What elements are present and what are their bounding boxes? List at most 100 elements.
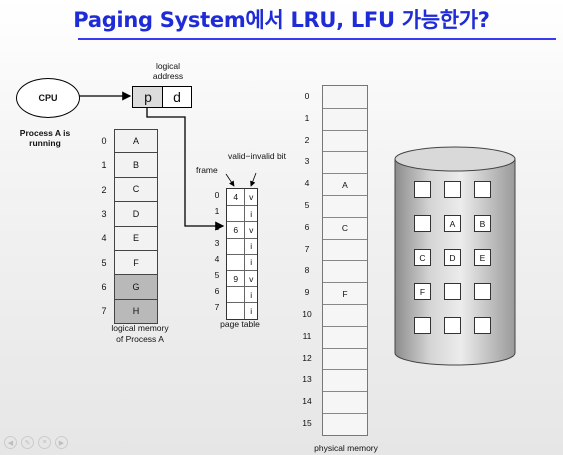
logical-page-index: 1 [101, 160, 107, 170]
physical-frame-index: 14 [302, 396, 312, 407]
logical-page: A [114, 129, 158, 154]
bit-cell: v [249, 224, 254, 235]
disk-block: B [474, 215, 491, 232]
frame-cell [227, 206, 246, 222]
bit-cell: i [250, 305, 253, 316]
page-table-row: i [227, 302, 257, 319]
logical-memory-caption: logical memory of Process A [111, 323, 169, 344]
pen-icon[interactable]: ✎ [21, 436, 34, 449]
physical-frame [323, 86, 367, 108]
valid-invalid-bit-label: valid−invalid bit [228, 151, 286, 161]
disk-block [444, 181, 461, 198]
physical-frame-index: 5 [304, 200, 310, 210]
physical-frame-index: 13 [302, 374, 312, 385]
frame-cell [227, 287, 246, 303]
page-table-row: i [227, 253, 257, 270]
disk-block: E [474, 249, 491, 266]
logical-page-index: 5 [101, 258, 107, 268]
logical-page: F [114, 250, 158, 276]
physical-memory-caption: physical memory [314, 443, 378, 453]
frame-cell: 4 [227, 189, 246, 206]
frame-cell: 6 [227, 222, 246, 238]
page-table-index: 6 [214, 286, 220, 296]
frame-cell [227, 254, 246, 270]
physical-frame: F [323, 282, 367, 304]
physical-frame-index: 4 [304, 178, 310, 189]
page-table-index: 4 [214, 254, 220, 264]
back-icon[interactable]: ◀ [4, 436, 17, 449]
bit-pointer-arrow [250, 172, 257, 187]
disk-block [414, 215, 431, 232]
physical-frame-index: 2 [304, 134, 310, 145]
physical-frame-index: 7 [304, 243, 310, 254]
slide-nav-controls[interactable]: ◀ ✎ ≡ ▶ [4, 436, 68, 449]
physical-frame [323, 347, 367, 370]
physical-frame-index: 1 [304, 112, 310, 123]
page-table-index: 1 [214, 206, 220, 216]
physical-frame: A [323, 173, 367, 195]
cpu-node: CPU [16, 78, 80, 118]
logical-page: B [114, 153, 158, 178]
physical-frame [323, 260, 367, 282]
logical-page: E [114, 226, 158, 251]
disk-block [474, 283, 491, 300]
bit-cell: i [250, 208, 253, 219]
page-number-field: p [132, 86, 164, 108]
physical-frame-index: 10 [302, 309, 312, 319]
logical-page-index: 6 [101, 282, 107, 292]
disk-block [414, 181, 431, 198]
page-table-row: i [227, 205, 257, 222]
logical-page: C [114, 177, 158, 203]
physical-frame-index: 15 [302, 418, 312, 428]
process-status-label: Process A is running [19, 128, 71, 148]
logical-address-label: logical address [152, 61, 184, 81]
disk-block [474, 181, 491, 198]
physical-frame [323, 412, 367, 435]
physical-frame [323, 194, 367, 217]
logical-page: H [114, 299, 158, 325]
disk-block: A [444, 215, 461, 232]
disk-block [444, 317, 461, 334]
physical-frame [323, 369, 367, 391]
physical-frame [323, 151, 367, 173]
forward-icon[interactable]: ▶ [55, 436, 68, 449]
frame-label: frame [196, 165, 218, 175]
bit-cell: i [250, 241, 253, 252]
logical-memory: A B C D E F G H [114, 129, 158, 325]
logical-page: G [114, 275, 158, 300]
bit-cell: v [249, 273, 254, 284]
disk-block [444, 283, 461, 300]
logical-page-index: 3 [101, 209, 107, 219]
page-table-index: 5 [214, 270, 220, 280]
physical-frame [323, 391, 367, 413]
disk-block: D [444, 249, 461, 266]
physical-frame-index: 9 [304, 287, 310, 298]
frame-cell [227, 303, 246, 319]
disk-block: C [414, 249, 431, 266]
disk-block [414, 317, 431, 334]
physical-frame-index: 8 [304, 265, 310, 276]
physical-frame-index: 0 [304, 91, 310, 101]
menu-icon[interactable]: ≡ [38, 436, 51, 449]
frame-pointer-arrow [225, 173, 235, 187]
page-to-table-arrow [146, 107, 225, 231]
logical-page: D [114, 202, 158, 227]
physical-frame: C [323, 216, 367, 239]
page-table-row: i [227, 286, 257, 303]
physical-frame-index: 12 [302, 352, 312, 363]
title-underline [78, 38, 556, 40]
slide-title: Paging System에서 LRU, LFU 가능한가? [73, 8, 490, 32]
page-table-index: 3 [214, 238, 220, 248]
page-table-index: 0 [214, 190, 220, 200]
physical-frame-index: 6 [304, 221, 310, 232]
bit-cell: i [250, 289, 253, 300]
bit-cell: v [249, 192, 254, 203]
disk-block [474, 317, 491, 334]
physical-frame [323, 325, 367, 348]
logical-page-index: 4 [101, 233, 107, 243]
physical-frame-index: 3 [304, 156, 310, 167]
